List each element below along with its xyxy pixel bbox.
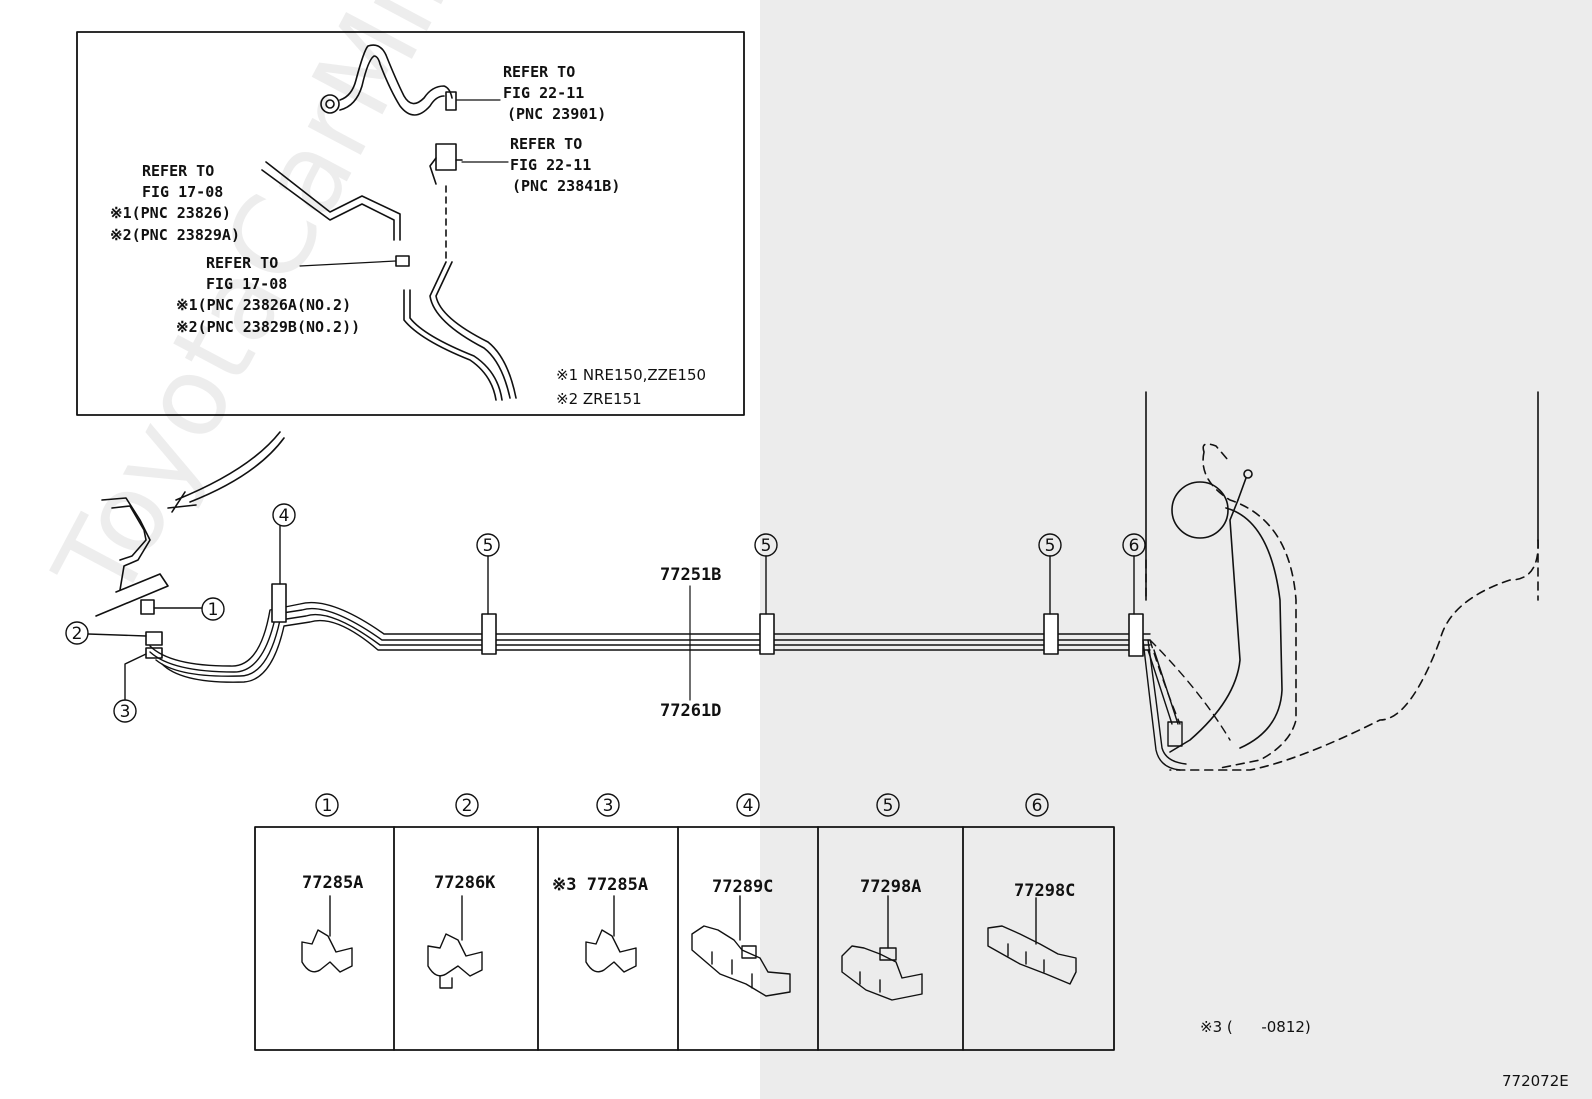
ref-text: REFER TO — [510, 135, 582, 153]
callout-numbers: 1 2 3 4 5 5 5 6 — [72, 506, 1140, 722]
callout-6: 6 — [1129, 536, 1140, 556]
clip-3-drawing — [585, 895, 637, 973]
ref-text: (PNC 23901) — [507, 105, 606, 123]
ref-text: ※2(PNC 23829B(NO.2)) — [176, 318, 360, 336]
legend-num-6: 6 — [1032, 796, 1043, 816]
filler-hose — [320, 44, 457, 116]
part-77251b: 77251B — [660, 565, 721, 585]
clip-5-drawing — [841, 895, 923, 1001]
ref-text: ※2(PNC 23829A) — [110, 226, 240, 244]
legend-part-3: ※3 77285A — [552, 875, 648, 895]
clip-6-drawing — [987, 897, 1077, 985]
model-note-2: ※2 ZRE151 — [556, 390, 642, 408]
callout-4: 4 — [279, 506, 290, 526]
valve-part — [429, 143, 463, 259]
pointer-arrow — [167, 431, 281, 513]
inset-ref-23826a: REFER TO FIG 17-08 ※1(PNC 23826A(NO.2) ※… — [176, 254, 360, 336]
callout-5b: 5 — [761, 536, 772, 556]
vent-tube — [261, 161, 410, 267]
inset-ref-23841b: REFER TO FIG 22-11 (PNC 23841B) — [510, 135, 620, 195]
legend-num-3: 3 — [603, 796, 614, 816]
ref-text: (PNC 23841B) — [512, 177, 620, 195]
callout-1: 1 — [208, 600, 219, 620]
legend-num-5: 5 — [883, 796, 894, 816]
ref-text: ※1(PNC 23826) — [110, 204, 231, 222]
ref-text: REFER TO — [503, 63, 575, 81]
clip-2-drawing — [427, 895, 483, 989]
ref-text: FIG 17-08 — [142, 183, 223, 201]
ref-text: FIG 22-11 — [503, 84, 584, 102]
tank-outline — [1145, 391, 1539, 771]
ref-text: ※1(PNC 23826A(NO.2) — [176, 296, 351, 314]
figure-code: 772072E — [1502, 1072, 1569, 1090]
ref-text: REFER TO — [206, 254, 278, 272]
part-77261d: 77261D — [660, 701, 721, 721]
inset-ref-23901: REFER TO FIG 22-11 (PNC 23901) — [503, 63, 606, 123]
ref-text: REFER TO — [142, 162, 214, 180]
legend-part-6: 77298C — [1014, 881, 1075, 901]
ref-text: FIG 17-08 — [206, 275, 287, 293]
inset-ref-23826: REFER TO FIG 17-08 ※1(PNC 23826) ※2(PNC … — [110, 162, 240, 244]
callout-2: 2 — [72, 624, 83, 644]
shaded-region — [760, 0, 1592, 1099]
legend-num-4: 4 — [743, 796, 754, 816]
legend-part-4: 77289C — [712, 877, 773, 897]
callout-5a: 5 — [483, 536, 494, 556]
footnote-3: ※3 ( -0812) — [1200, 1018, 1311, 1036]
legend-num-1: 1 — [322, 796, 333, 816]
clip-4-drawing — [691, 895, 791, 997]
main-fuel-lines — [149, 601, 1151, 683]
left-end-assembly — [95, 497, 169, 659]
legend-num-2: 2 — [462, 796, 473, 816]
ref-text: FIG 22-11 — [510, 156, 591, 174]
callout-5c: 5 — [1045, 536, 1056, 556]
legend-table — [254, 826, 1115, 1051]
line-clamps — [271, 583, 1144, 657]
inset-frame — [76, 31, 745, 416]
right-end-lines — [1142, 639, 1231, 771]
callout-3: 3 — [120, 702, 131, 722]
model-note-1: ※1 NRE150,ZZE150 — [556, 366, 706, 384]
legend-part-5: 77298A — [860, 877, 921, 897]
inset-fuel-lines — [403, 261, 517, 401]
clip-1-drawing — [301, 895, 353, 973]
legend-part-1: 77285A — [302, 873, 363, 893]
legend-part-2: 77286K — [434, 873, 496, 893]
